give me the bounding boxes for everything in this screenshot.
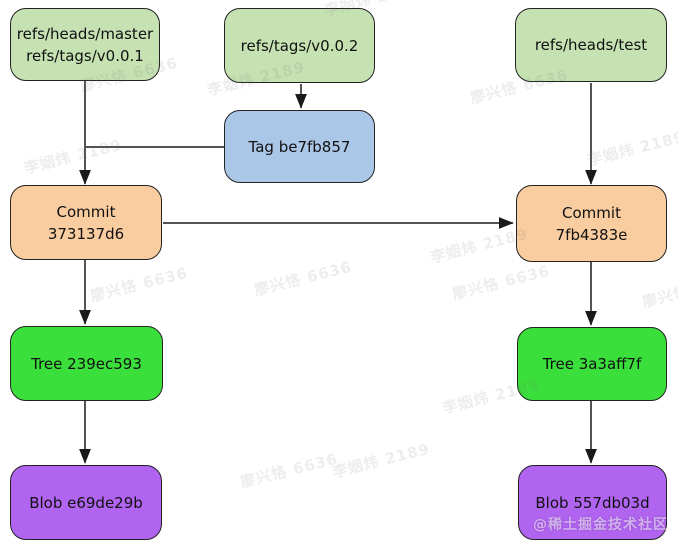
node-ref-heads-test: refs/heads/test [515, 8, 667, 82]
node-tag-be7fb857: Tag be7fb857 [224, 110, 375, 183]
node-commit-373137d6: Commit 373137d6 [10, 185, 162, 260]
node-blob-e69de29b: Blob e69de29b [10, 465, 162, 540]
node-tree-239ec593: Tree 239ec593 [10, 326, 163, 401]
node-blob-557db03d: Blob 557db03d [518, 465, 667, 540]
node-ref-tags-v0-0-2: refs/tags/v0.0.2 [224, 8, 375, 83]
node-ref-heads-master: refs/heads/master refs/tags/v0.0.1 [10, 8, 160, 81]
node-commit-7fb4383e: Commit 7fb4383e [516, 185, 667, 262]
node-tree-3a3aff7f: Tree 3a3aff7f [517, 327, 667, 401]
